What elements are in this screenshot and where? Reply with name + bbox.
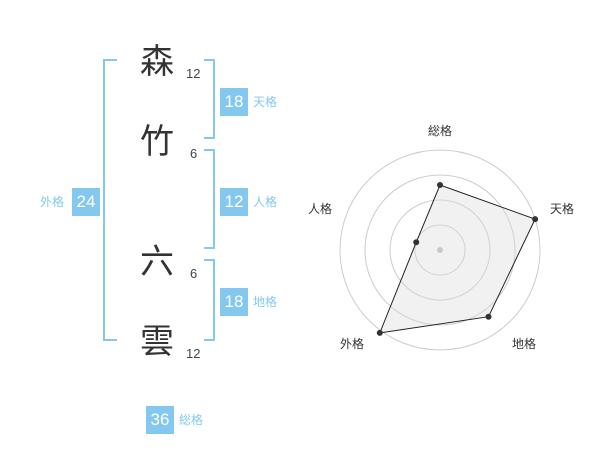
stroke-count-4: 12	[186, 346, 201, 361]
tenkaku-bracket	[204, 59, 215, 139]
radar-ring	[339, 149, 541, 351]
gaikaku-value: 24	[72, 188, 100, 216]
radar-chart	[339, 149, 541, 351]
radar-point	[532, 216, 539, 223]
soukaku-value: 36	[146, 406, 174, 434]
name-char-1: 森	[140, 42, 174, 82]
stroke-count-2: 6	[190, 146, 198, 161]
tenkaku-label: 天格	[253, 95, 278, 109]
radar-center	[437, 247, 443, 253]
radar-axis-label-tenkaku: 天格	[550, 202, 575, 216]
tenkaku-value: 18	[220, 88, 248, 116]
radar-rings	[339, 149, 541, 351]
radar-axis-label-chikaku: 地格	[512, 337, 537, 351]
stroke-count-3: 6	[190, 266, 198, 281]
radar-point	[413, 239, 420, 246]
radar-ring	[364, 174, 516, 326]
jinkaku-label: 人格	[253, 195, 278, 209]
jinkaku-bracket	[204, 149, 215, 249]
gaikaku-label: 外格	[40, 195, 65, 209]
radar-ring	[414, 224, 466, 276]
name-char-2: 竹	[140, 122, 174, 162]
jinkaku-value: 12	[220, 188, 248, 216]
name-char-4: 雲	[140, 322, 174, 362]
radar-point	[437, 182, 443, 188]
chikaku-label: 地格	[253, 295, 278, 309]
radar-axis-label-jinkaku: 人格	[308, 202, 333, 216]
radar-data-polygon	[379, 184, 536, 334]
name-char-3: 六	[140, 242, 174, 282]
stroke-count-1: 12	[186, 66, 201, 81]
radar-point	[376, 329, 383, 336]
chikaku-bracket	[204, 259, 215, 341]
chikaku-value: 18	[220, 288, 248, 316]
radar-points	[376, 182, 539, 336]
gaikaku-bracket	[103, 59, 117, 341]
radar-ring	[389, 199, 491, 301]
soukaku-label: 総格	[179, 413, 204, 427]
radar-point	[485, 313, 492, 320]
radar-axis-label-gaikaku: 外格	[340, 337, 365, 351]
radar-axis-label-soukaku: 総格	[428, 124, 453, 138]
